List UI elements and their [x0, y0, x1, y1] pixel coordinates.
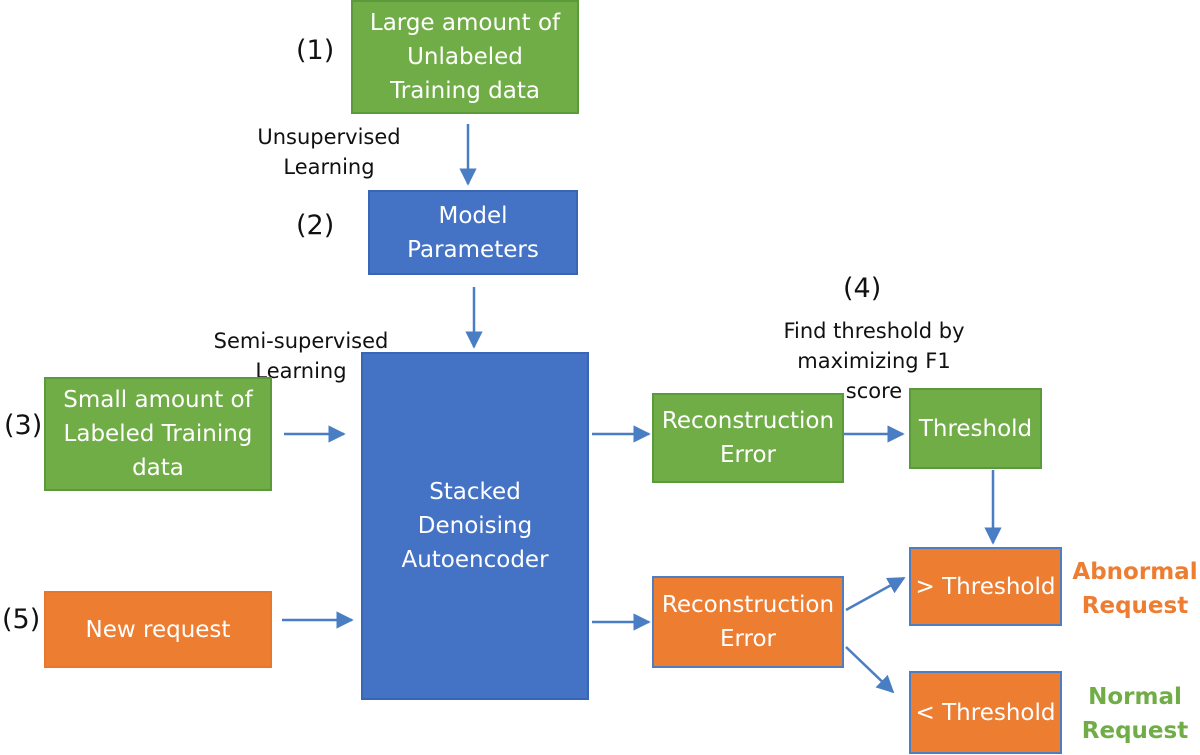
- threshold-box: Threshold: [909, 388, 1042, 469]
- abnormal-request-label: Abnormal Request: [1072, 559, 1198, 619]
- step-number-5: (5): [2, 604, 41, 635]
- normal-request-label: Normal Request: [1081, 684, 1189, 744]
- find-threshold-label: Find threshold by maximizing F1 score: [783, 319, 965, 403]
- above-threshold-box: > Threshold: [909, 547, 1062, 626]
- arrow-recon-to-below: [845, 646, 895, 694]
- step-number-2: (2): [296, 210, 335, 241]
- below-threshold-box: < Threshold: [909, 671, 1062, 754]
- model-parameters-box: Model Parameters: [368, 190, 578, 275]
- new-request-box: New request: [44, 591, 272, 668]
- arrow-recon-to-above: [845, 576, 906, 612]
- reconstruction-error-new-box: Reconstruction Error: [652, 576, 844, 668]
- stacked-denoising-autoencoder-box: Stacked Denoising Autoencoder: [361, 352, 589, 700]
- step-number-3: (3): [4, 410, 43, 441]
- reconstruction-error-train-box: Reconstruction Error: [652, 393, 844, 483]
- unlabeled-training-data-box: Large amount of Unlabeled Training data: [351, 0, 579, 114]
- labeled-training-data-box: Small amount of Labeled Training data: [44, 377, 272, 491]
- step-number-4: (4): [843, 273, 882, 304]
- step-number-1: (1): [296, 35, 335, 66]
- unsupervised-learning-label: Unsupervised Learning: [257, 125, 401, 179]
